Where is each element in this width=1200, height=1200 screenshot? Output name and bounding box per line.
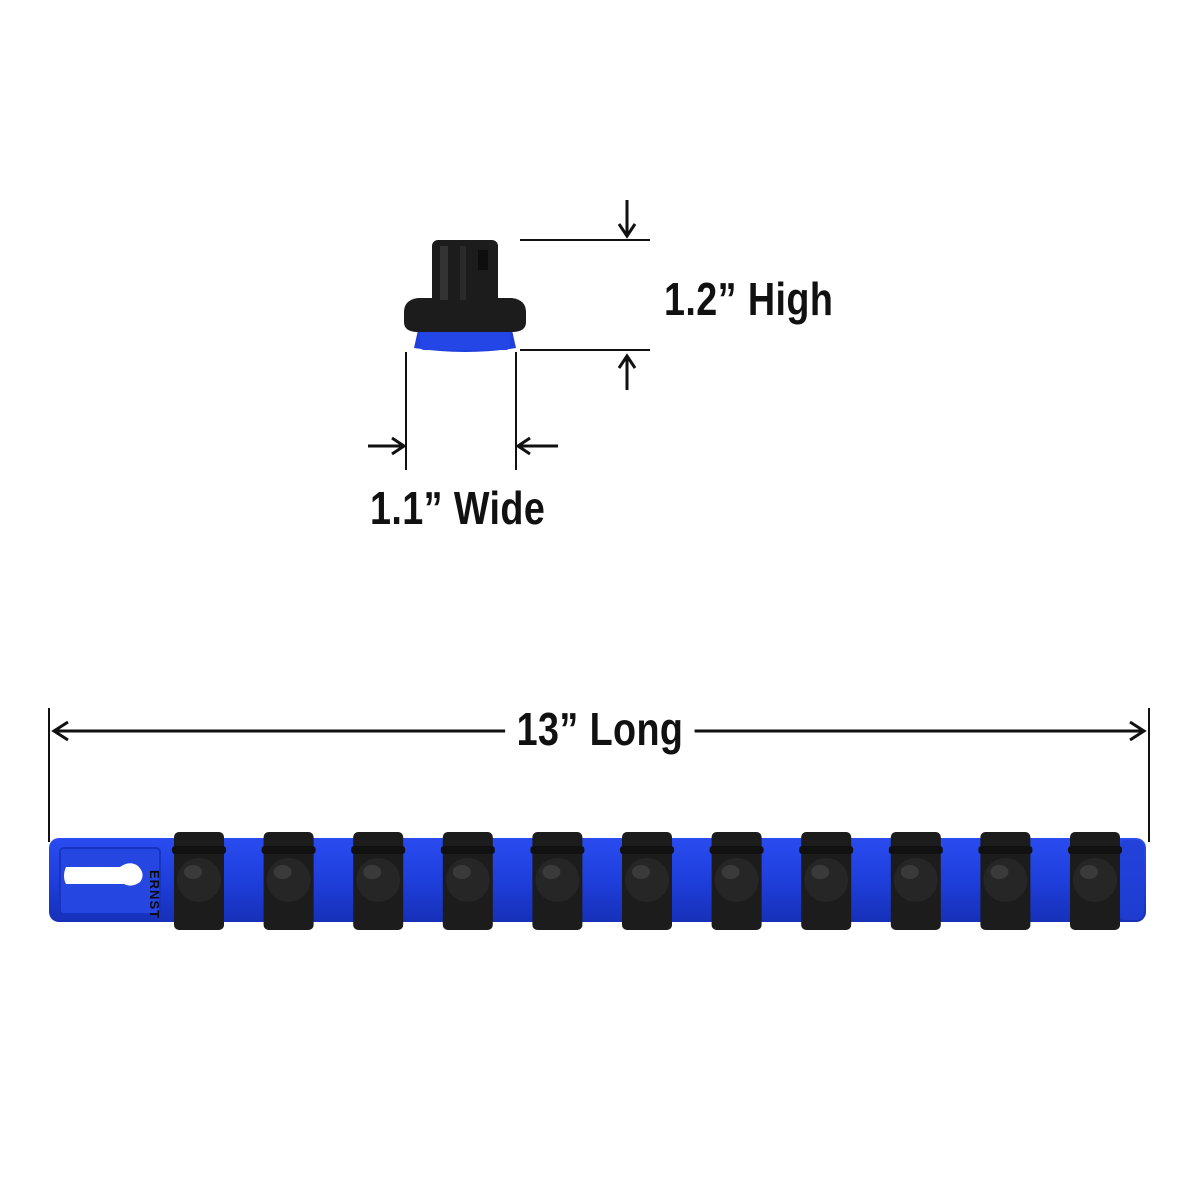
brand-logo: ERNST bbox=[147, 870, 162, 919]
width-dimension bbox=[368, 352, 558, 470]
rail-clip bbox=[1068, 832, 1122, 930]
rail-clip bbox=[172, 832, 226, 930]
rail-clips bbox=[172, 832, 1122, 930]
rail-clip bbox=[351, 832, 406, 930]
rail-clip bbox=[978, 832, 1033, 930]
rail-clip bbox=[799, 832, 854, 930]
height-dimension bbox=[520, 200, 650, 390]
socket-rail: ERNST bbox=[49, 838, 1146, 922]
rail-clip bbox=[709, 832, 764, 930]
rail-clip bbox=[888, 832, 943, 930]
rail-clip bbox=[440, 832, 495, 930]
width-label: 1.1” Wide bbox=[370, 482, 546, 534]
single-clip-illustration bbox=[404, 240, 526, 352]
length-label: 13” Long bbox=[505, 706, 695, 752]
rail-clip bbox=[530, 832, 585, 930]
rail-clip bbox=[261, 832, 316, 930]
rail-clip bbox=[620, 832, 674, 930]
height-label: 1.2” High bbox=[664, 273, 834, 325]
